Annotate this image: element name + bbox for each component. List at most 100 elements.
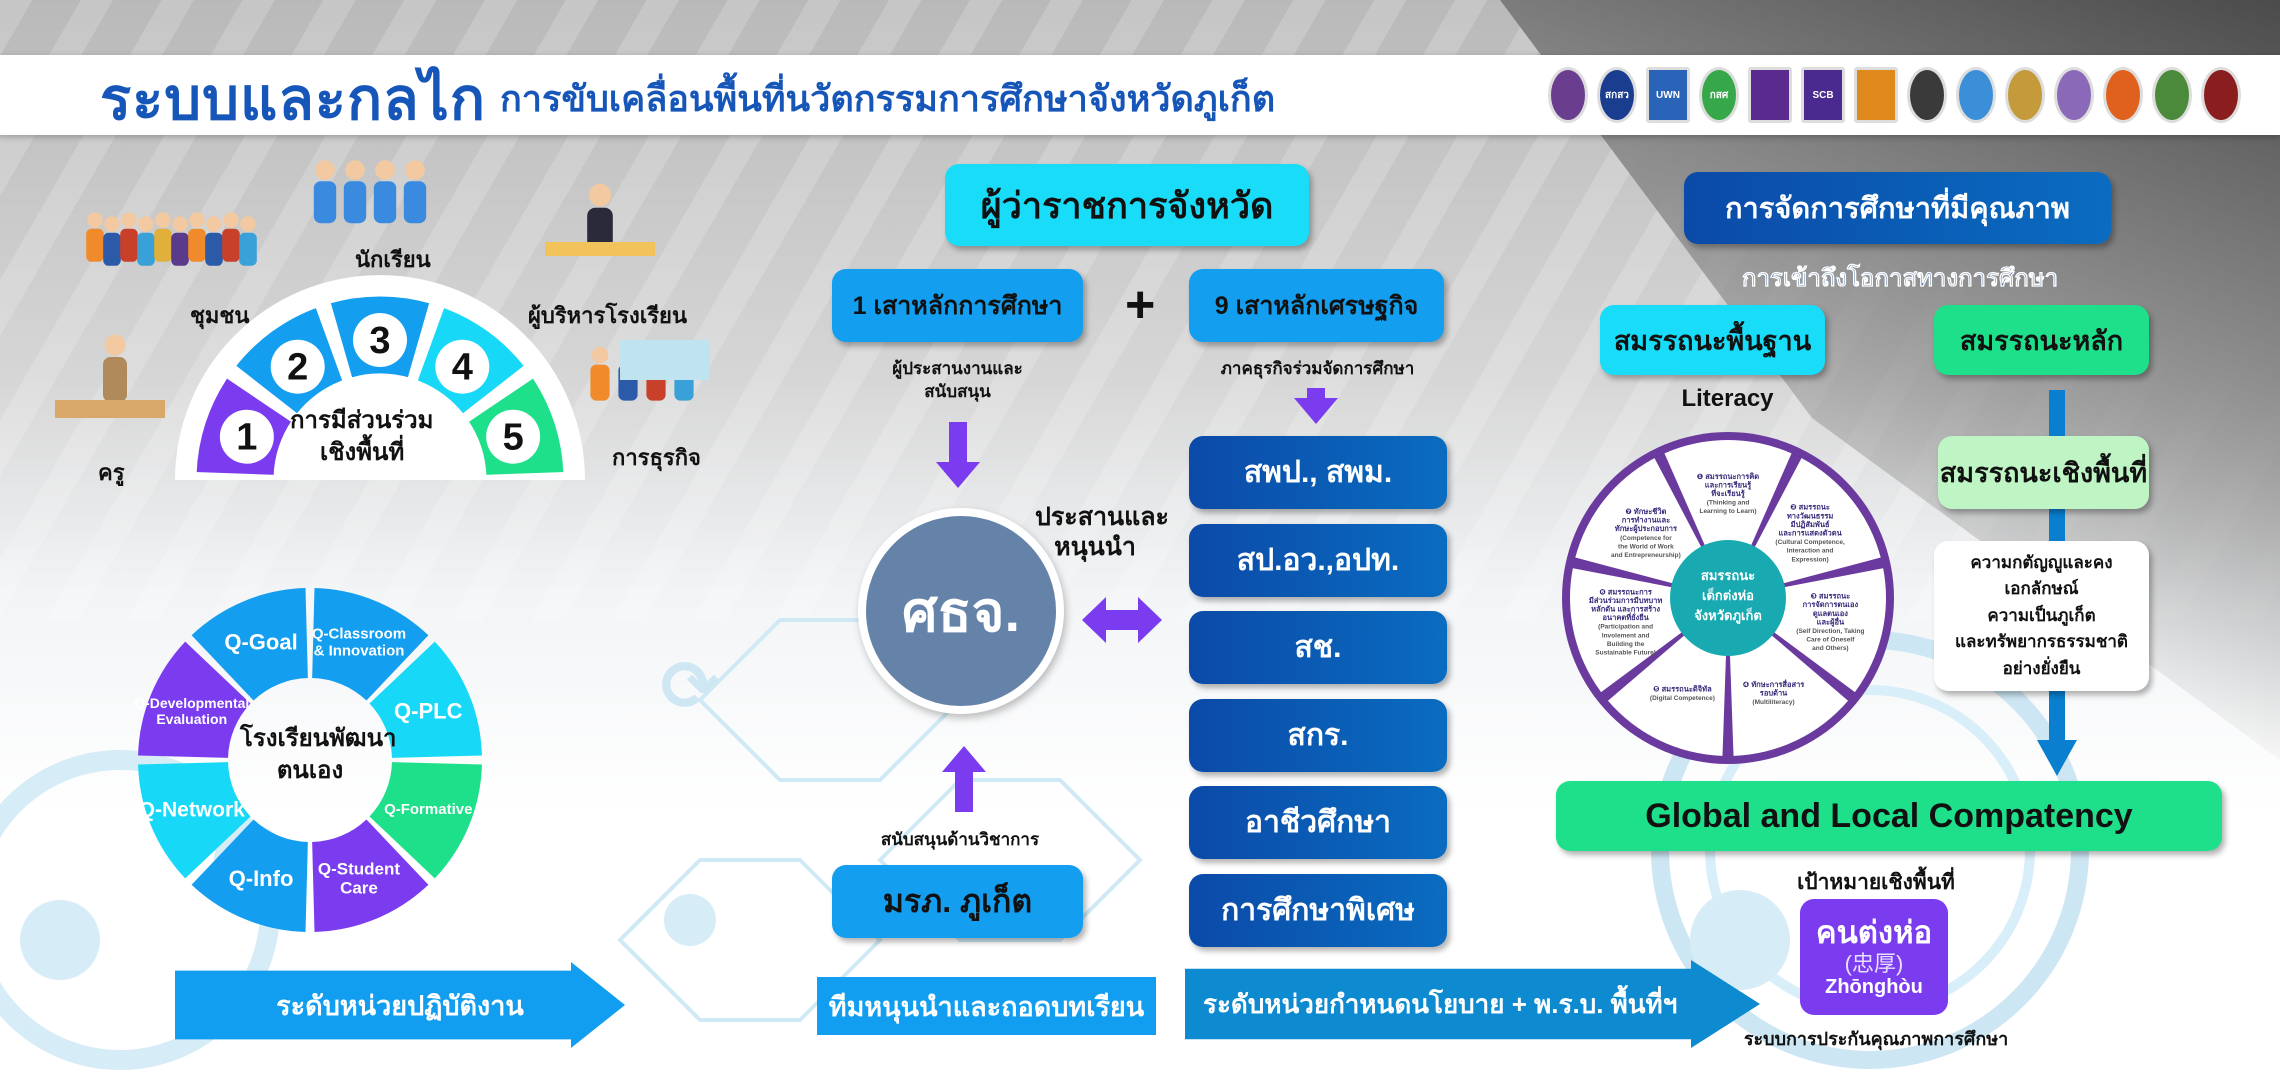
competency-petal-text: Building the <box>1607 641 1645 648</box>
page-subtitle: การขับเคลื่อนพื้นที่นวัตกรรมการศึกษาจังห… <box>500 78 1276 119</box>
competency-petal-text: และการแสดงตัวตน <box>1778 529 1842 538</box>
agency-box: การศึกษาพิเศษ <box>1189 873 1447 947</box>
goal-box: คนต่งห่อ (忠厚) Zhōnghòu <box>1800 899 1948 1015</box>
partner-logo <box>1854 67 1898 123</box>
competency-petal-text: ❷ สมรรถนะ <box>1790 503 1830 512</box>
basic-competency-box: สมรรถนะพื้นฐาน <box>1600 305 1825 375</box>
competency-petal-text: ❹ ทักษะการสื่อสาร <box>1743 678 1806 689</box>
participation-number: 5 <box>503 417 524 459</box>
partner-logo: UWN <box>1646 67 1690 123</box>
literacy-label: Literacy <box>1681 385 1774 412</box>
stakeholder-students: นักเรียน <box>355 247 431 272</box>
stakeholder-administrator: ผู้บริหารโรงเรียน <box>528 303 687 328</box>
competency-petal <box>1729 630 1849 756</box>
q-segment-label: Q-Goal <box>224 629 297 654</box>
lessons-learned-box: ทีมหนุนนำและถอดบทเรียน <box>817 977 1156 1035</box>
person-head <box>138 216 154 232</box>
global-local-competency-box: Global and Local Compatency <box>1556 781 2222 851</box>
university-box: มรภ. ภูเก็ต <box>832 865 1083 938</box>
q-segment <box>369 762 482 879</box>
values-line: ความเป็นภูเก็ต <box>1987 605 2096 625</box>
competency-petal-text: มีปฏิสัมพันธ์ <box>1791 520 1830 529</box>
person-body <box>171 232 189 266</box>
competency-petal-text: Care of Oneself <box>1806 637 1855 644</box>
competency-petal-text: ❺ สมรรถนะดิจิทัล <box>1653 684 1712 693</box>
person-head <box>121 212 137 228</box>
plus-sign: + <box>1125 276 1156 334</box>
competency-petal-text: Expression) <box>1791 556 1828 563</box>
competency-petal-text: and Entrepreneurship) <box>1611 552 1681 559</box>
competency-petal-text: การทำงานและ <box>1622 516 1670 525</box>
competency-petal <box>1575 458 1705 586</box>
participation-number: 2 <box>287 347 308 389</box>
q-segment-label: Evaluation <box>156 711 227 727</box>
person-head <box>591 346 609 364</box>
competency-petal-text: Sustainable Future) <box>1595 649 1656 656</box>
competency-petal <box>1570 568 1688 693</box>
agency-box: สป.อว.,อปท. <box>1189 523 1447 597</box>
quality-assurance-label: ระบบการประกันคุณภาพการศึกษา <box>1743 1029 2009 1049</box>
competency-petal-text: (Competence for <box>1620 535 1672 542</box>
goal-thai: คนต่งห่อ <box>1815 915 1933 951</box>
number-badge <box>435 339 490 394</box>
double-arrow-icon <box>1082 597 1162 643</box>
competency-petal-text: ทางวัฒนธรรม <box>1787 511 1834 520</box>
coordinator-label-1: ผู้ประสานงานและ <box>892 359 1023 378</box>
competency-petal-text: รอบด้าน <box>1760 689 1788 698</box>
number-badge <box>353 313 407 367</box>
person-body <box>86 228 104 262</box>
desk <box>545 242 655 256</box>
person-head <box>206 216 222 232</box>
partner-logo <box>2005 67 2045 123</box>
stakeholder-teacher: ครู <box>98 460 125 485</box>
q-segment-label: Q-Classroom <box>312 625 406 642</box>
participation-number: 1 <box>236 417 257 459</box>
q-segment-label: Q-Network <box>139 798 246 821</box>
competency-petal-text: การจัดการตนเอง <box>1803 600 1859 609</box>
competency-petal-text: (Self Direction, Taking <box>1796 628 1864 635</box>
person-body <box>205 232 223 266</box>
competency-petal-text: ❻ สมรรถนะการ <box>1599 587 1652 596</box>
governor-box: ผู้ว่าราชการจังหวัด <box>945 164 1309 246</box>
number-badge <box>219 409 274 464</box>
q-wheel-center-1: โรงเรียนพัฒนา <box>240 725 397 752</box>
person-body <box>313 181 337 224</box>
economic-pillar-box: 9 เสาหลักเศรษฐกิจ <box>1189 269 1444 342</box>
partner-logo: SCB <box>1801 67 1845 123</box>
partner-logo <box>2103 67 2143 123</box>
academic-support-label: สนับสนุนด้านวิชาการ <box>880 830 1040 849</box>
values-line: อย่างยั่งยืน <box>2002 658 2081 678</box>
page-title: ระบบและกลไก <box>100 67 486 132</box>
person-head <box>155 212 171 228</box>
partner-logo <box>2152 67 2192 123</box>
wheel-center-text: สมรรถนะ <box>1701 568 1755 583</box>
stakeholder-community: ชุมชน <box>190 303 250 328</box>
refresh-icon: ⟳ <box>661 647 720 725</box>
partner-logo <box>1956 67 1996 123</box>
agency-box: สพป., สพม. <box>1189 436 1447 509</box>
person-head <box>189 212 205 228</box>
agency-box: สช. <box>1189 611 1447 684</box>
competency-petal <box>1768 568 1886 693</box>
competency-petal-text: ดูแลตนเอง <box>1813 609 1848 619</box>
participation-label-1: การมีส่วนร่วม <box>290 407 434 434</box>
agency-box: สกร. <box>1189 698 1447 772</box>
person-head <box>87 212 103 228</box>
wheel-center-text: จังหวัดภูเก็ต <box>1694 606 1762 624</box>
competency-petal-text: and Others) <box>1812 645 1848 652</box>
competency-petal-text: (Cultural Competence, <box>1775 539 1845 546</box>
q-segment-label: Q-Info <box>229 866 294 891</box>
q-wheel-center-2: ตนเอง <box>276 757 344 784</box>
competency-petal-text: (Thinking and <box>1707 500 1750 507</box>
partner-logo <box>2054 67 2094 123</box>
stakeholder-business: การธุรกิจ <box>612 445 701 470</box>
arrow-down-icon <box>1294 388 1338 424</box>
competency-petal-text: หลักดัน และการสร้าง <box>1591 604 1660 613</box>
competency-petal-text: และผู้อื่น <box>1817 615 1845 627</box>
competency-petal-text: ที่จะเรียนรู้ <box>1711 487 1746 499</box>
competency-petal-text: Learning to Learn) <box>1699 508 1756 515</box>
values-box: ความกตัญญูและคงเอกลักษณ์ ความเป็นภูเก็ต … <box>1934 541 2149 691</box>
competency-petal-text: Interaction and <box>1787 548 1834 555</box>
